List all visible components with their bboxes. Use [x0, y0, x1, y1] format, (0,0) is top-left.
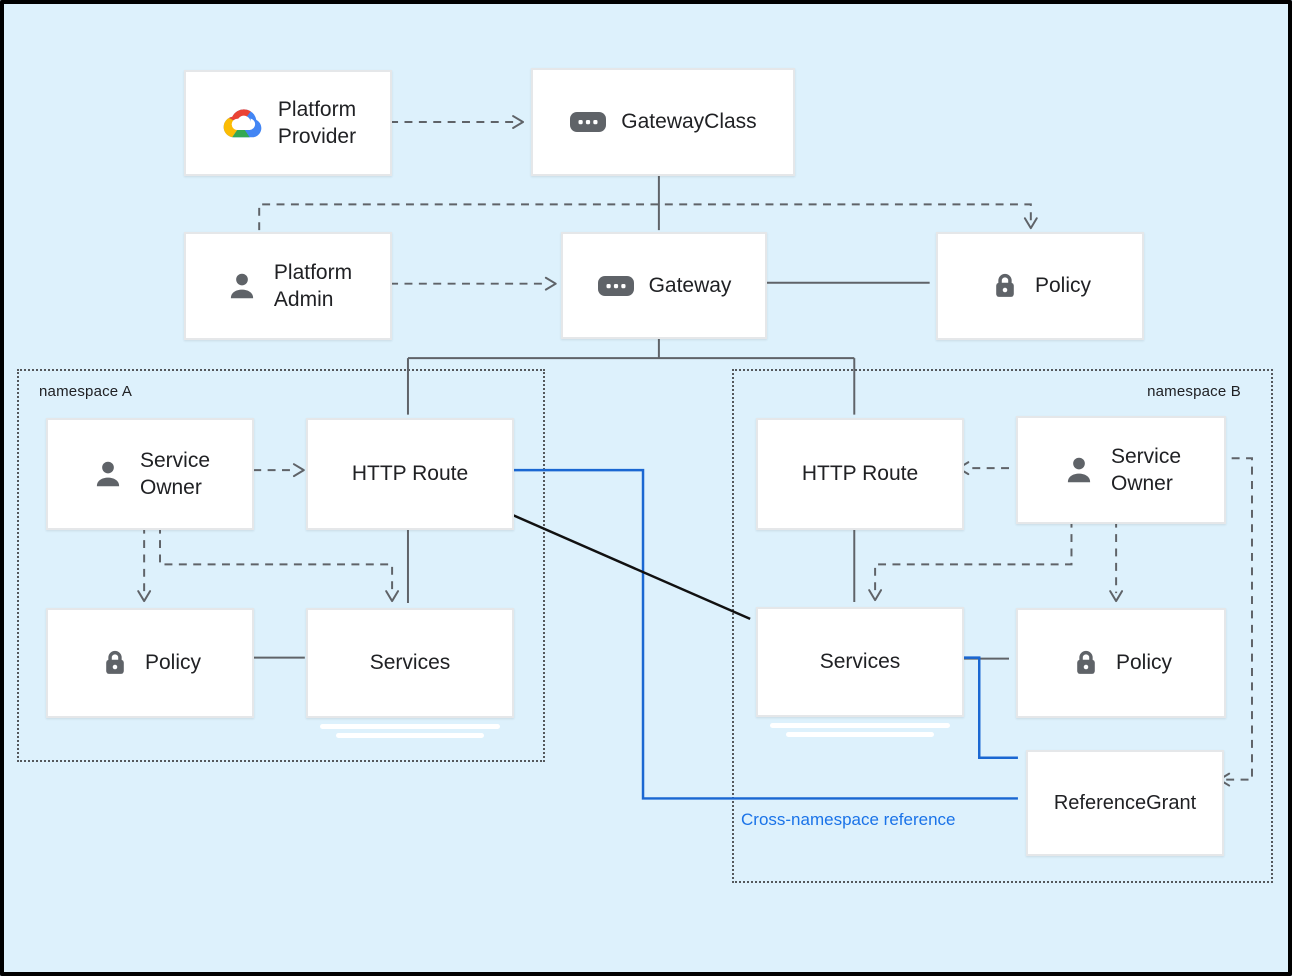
- services-a-stack-line: [320, 724, 500, 729]
- route-to-services-line: [511, 513, 751, 621]
- node-policy-a: Policy: [46, 608, 254, 718]
- node-service-owner-b: Service Owner: [1016, 416, 1226, 524]
- node-reference-grant: ReferenceGrant: [1026, 750, 1224, 856]
- label-line: Admin: [273, 288, 334, 311]
- node-gateway-class: GatewayClass: [531, 68, 795, 176]
- node-label: HTTP Route: [801, 462, 919, 485]
- node-label: Services: [369, 651, 451, 674]
- namespace-a-label: namespace A: [39, 383, 133, 400]
- node-policy-root: Policy: [936, 232, 1144, 340]
- namespace-b-boundary: [732, 369, 1273, 883]
- node-label: Policy: [1034, 274, 1092, 297]
- person-icon: [1061, 452, 1097, 488]
- namespace-b-label: namespace B: [1147, 383, 1241, 400]
- node-http-route-a: HTTP Route: [306, 418, 514, 530]
- lock-icon: [99, 647, 131, 679]
- node-label: Policy: [1115, 651, 1173, 674]
- node-http-route-b: HTTP Route: [756, 418, 964, 530]
- label-line: Provider: [277, 125, 357, 148]
- api-resource-icon: [569, 110, 607, 134]
- node-platform-admin: Platform Admin: [184, 232, 392, 340]
- node-label: HTTP Route: [351, 462, 469, 485]
- node-label: Platform Provider: [278, 96, 356, 150]
- node-service-owner-a: Service Owner: [46, 418, 254, 530]
- node-label: Services: [819, 650, 901, 673]
- api-resource-icon: [597, 274, 635, 298]
- node-label: Service Owner: [140, 447, 210, 501]
- cross-namespace-lines: [511, 468, 1018, 800]
- node-label: Gateway: [648, 273, 732, 297]
- label-line: Platform: [273, 261, 353, 284]
- label-line: Service: [1110, 445, 1182, 468]
- node-label: Platform Admin: [274, 259, 352, 313]
- node-label: Service Owner: [1111, 443, 1181, 497]
- lock-icon: [989, 270, 1021, 302]
- namespace-a-boundary: [17, 369, 545, 762]
- node-label: GatewayClass: [621, 110, 757, 133]
- node-services-a: Services: [306, 608, 514, 718]
- node-policy-b: Policy: [1016, 608, 1226, 718]
- node-services-b: Services: [756, 607, 964, 717]
- cross-namespace-reference-label: Cross-namespace reference: [741, 810, 956, 829]
- services-a-stack-line: [336, 733, 484, 738]
- person-icon: [224, 268, 260, 304]
- label-line: Service: [139, 449, 211, 472]
- connector-lines: [137, 115, 1253, 800]
- node-label: ReferenceGrant: [1053, 791, 1197, 814]
- services-b-stack-line: [770, 723, 950, 728]
- services-b-stack-line: [786, 732, 934, 737]
- node-gateway: Gateway: [561, 232, 767, 339]
- node-label: Policy: [144, 651, 202, 674]
- label-line: Owner: [1110, 472, 1173, 495]
- lock-icon: [1070, 647, 1102, 679]
- google-cloud-icon: [220, 106, 264, 141]
- person-icon: [90, 456, 126, 492]
- node-platform-provider: Platform Provider: [184, 70, 392, 176]
- dashed-gray-connectors: [143, 121, 1253, 781]
- label-line: Platform: [277, 98, 357, 121]
- label-line: Owner: [139, 476, 202, 499]
